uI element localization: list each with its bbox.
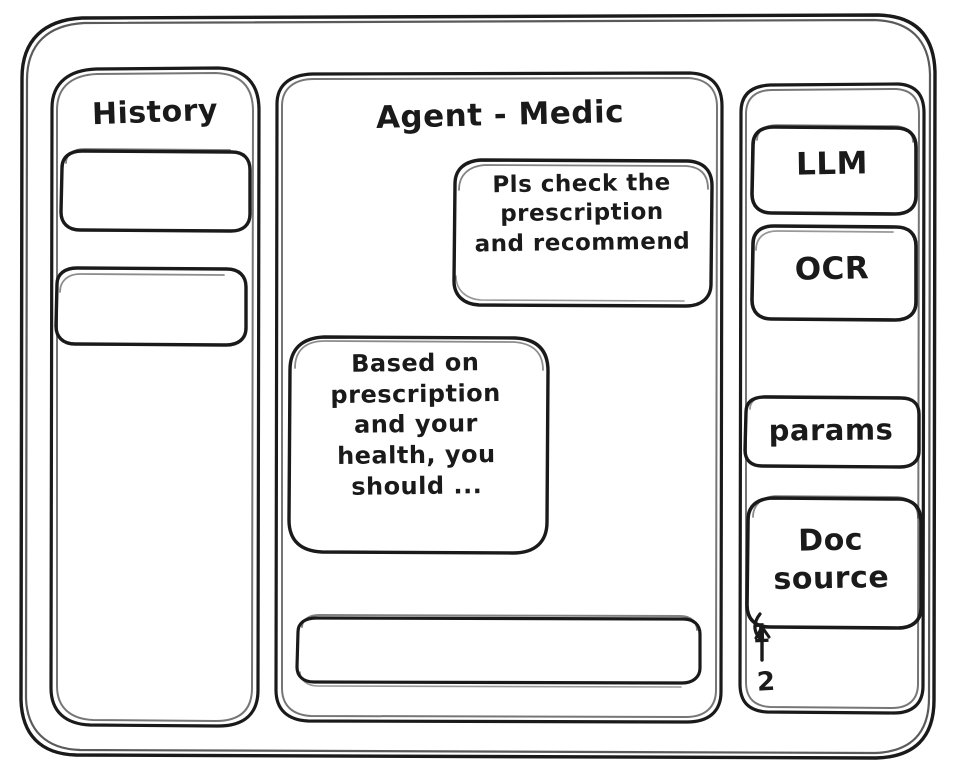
- doc-source-button-outline: [745, 495, 923, 662]
- history-item-1-outline: [59, 148, 252, 233]
- params-button-outline: [743, 395, 921, 469]
- main-panel-outline: [274, 71, 724, 724]
- composer-input-outline: [295, 614, 702, 688]
- main-panel: [276, 73, 723, 723]
- user-message-bubble-outline: [452, 158, 714, 308]
- tools-panel-outline: [738, 82, 926, 715]
- history-item-2-outline: [54, 266, 248, 347]
- tools-panel: [740, 84, 925, 714]
- llm-button-outline: [750, 124, 918, 216]
- history-panel: [51, 68, 260, 727]
- history-panel-outline: [49, 66, 261, 728]
- window-frame-outline: [19, 13, 937, 760]
- assistant-message-bubble-outline: [287, 335, 550, 555]
- ocr-button-outline: [750, 224, 918, 322]
